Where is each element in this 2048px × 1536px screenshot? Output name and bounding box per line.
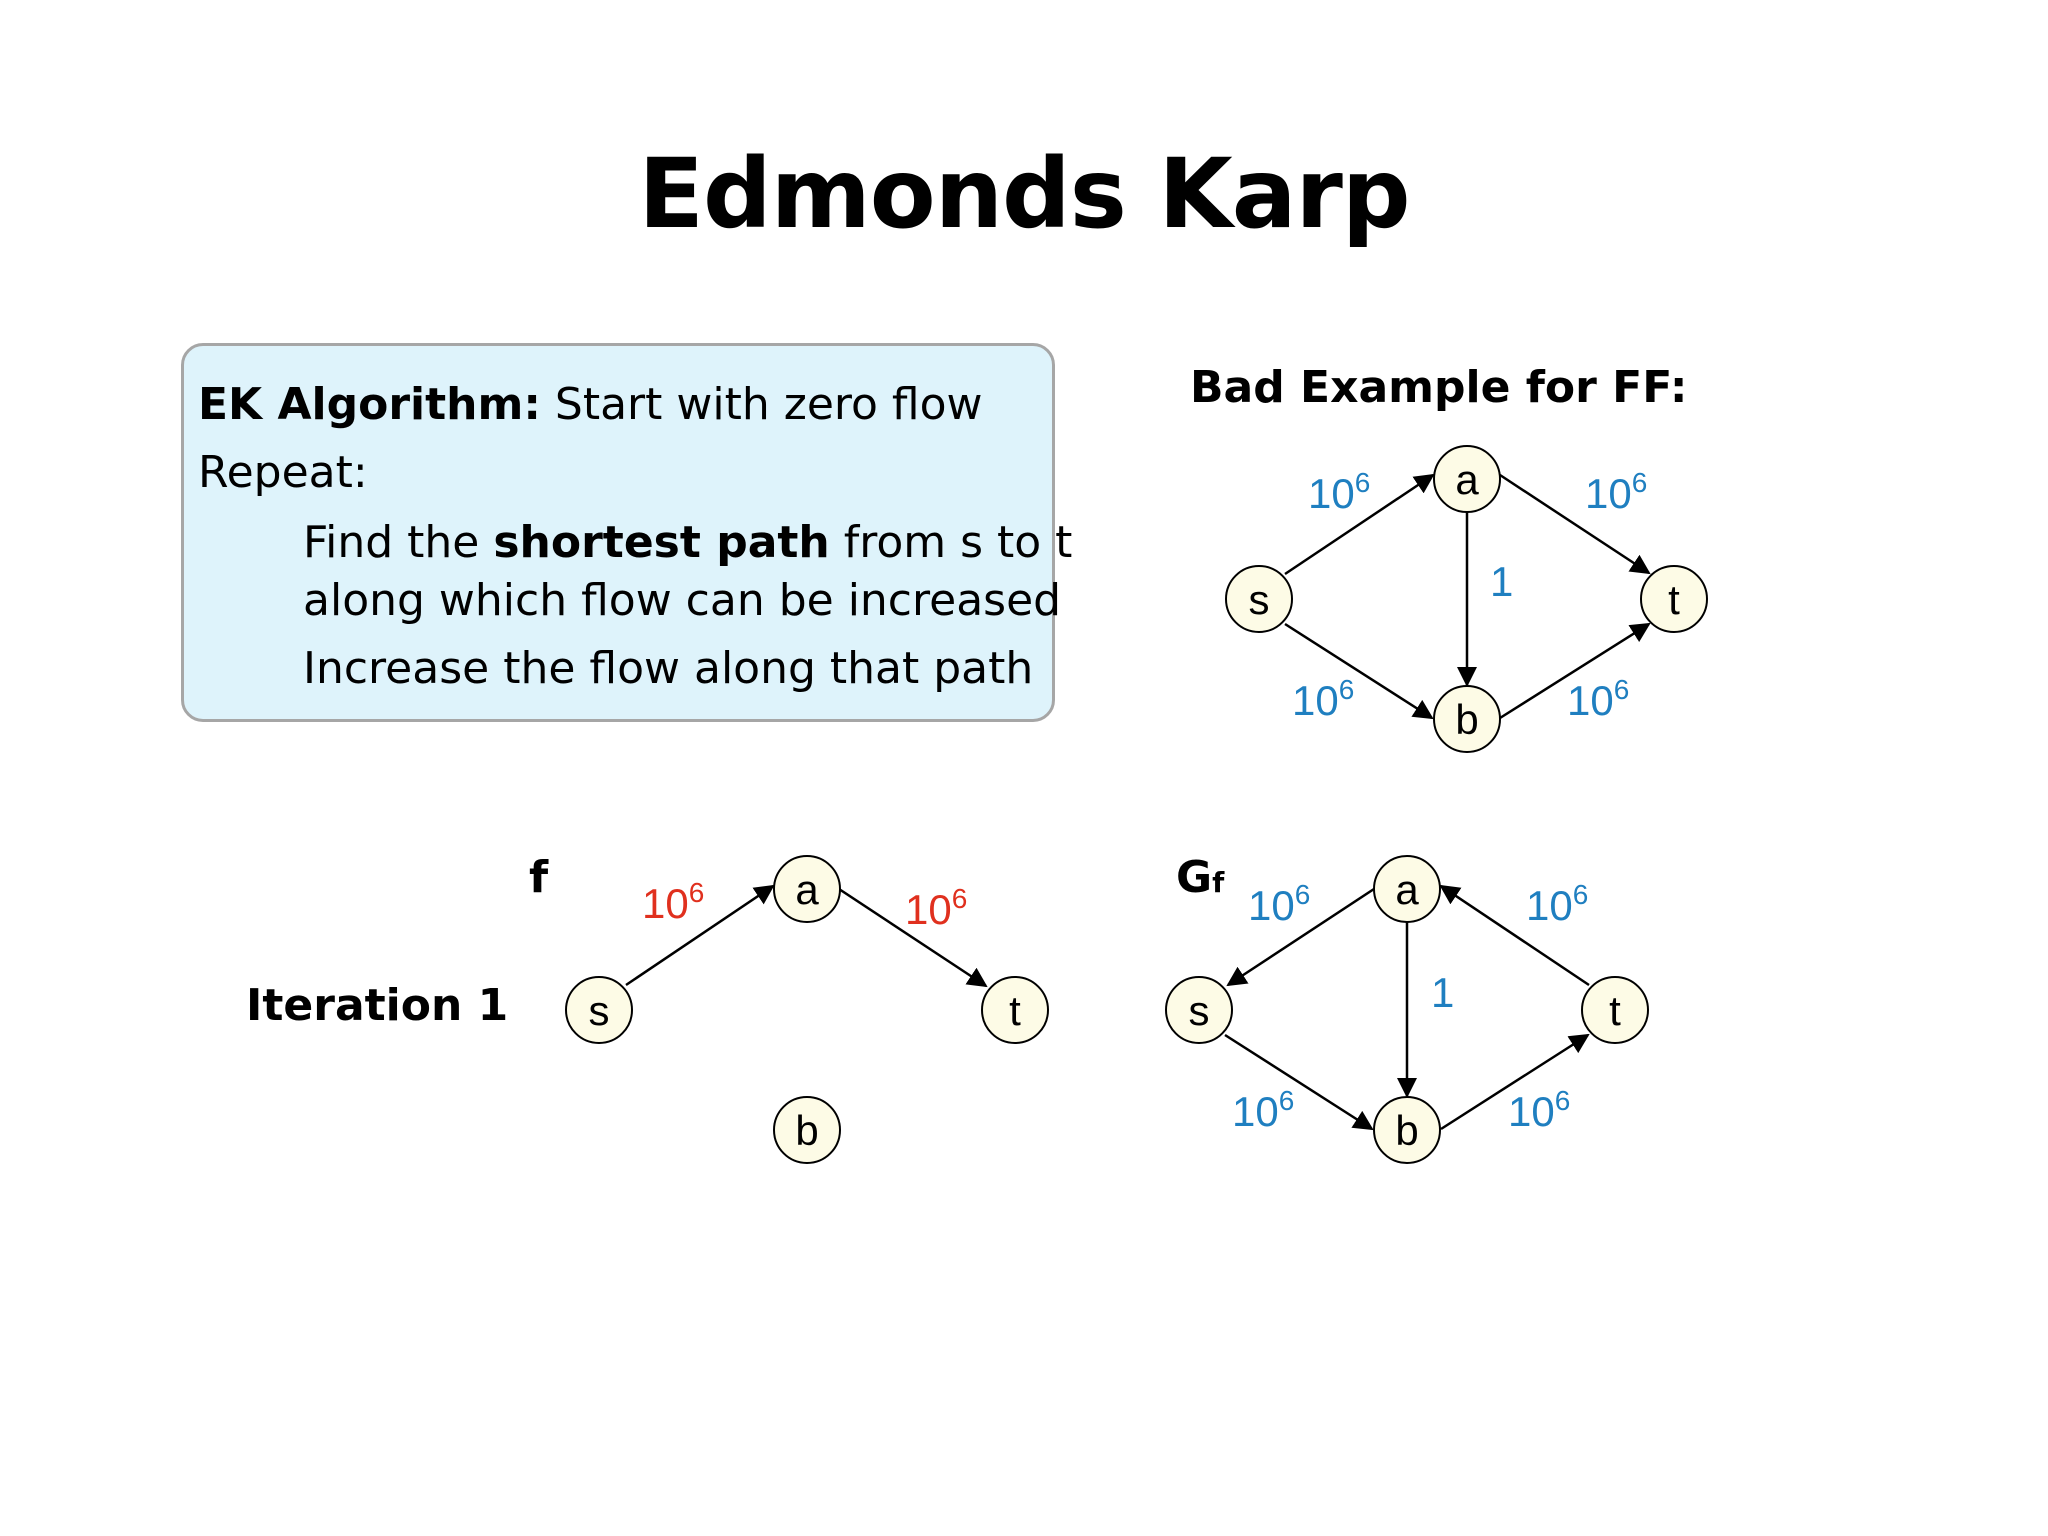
cap-a-t: 106 [1585,467,1647,517]
residual-cap-a-s: 106 [1248,879,1310,929]
svg-text:a: a [1455,456,1479,503]
algorithm-line-2: Repeat: [198,447,368,498]
bad-example-label: Bad Example for FF: [1190,362,1688,413]
residual-cap-a-b: 1 [1431,969,1454,1016]
edge-s-b [1284,622,1434,720]
line3-prefix: Find the [303,517,494,568]
cap-b-t: 106 [1567,674,1629,724]
flow-label: f [529,852,549,903]
residual-cap-s-b: 106 [1232,1085,1294,1135]
node-s: s [1225,565,1293,633]
residual-node-s: s [1165,976,1233,1044]
svg-text:s: s [1189,987,1210,1034]
node-b: b [1433,685,1501,753]
cap-a-b: 1 [1490,558,1513,605]
flow-edge-a-t [838,887,988,988]
flow-node-a: a [773,855,841,923]
residual-graph: 106 106 1 106 106 s a b t [1165,855,1649,1164]
cap-s-a: 106 [1308,467,1370,517]
node-a: a [1433,445,1501,513]
bad-example-graph: 106 106 1 106 106 s a b t [1225,445,1708,753]
algorithm-box: EK Algorithm: Start with zero flow Repea… [181,343,1072,722]
residual-cap-b-t: 106 [1508,1085,1570,1135]
algorithm-line-4: along which flow can be increased [303,575,1062,626]
svg-text:t: t [1009,987,1021,1034]
residual-label-sub: f [1212,866,1225,899]
edge-a-t [1499,473,1651,575]
algorithm-start-text: Start with zero flow [540,379,983,430]
flow-node-s: s [565,976,633,1044]
algorithm-line-5: Increase the flow along that path [303,643,1034,694]
svg-text:a: a [795,866,819,913]
residual-cap-t-a: 106 [1526,879,1588,929]
edge-s-a [1284,473,1435,576]
residual-edge-b-t [1440,1033,1590,1131]
flow-node-t: t [981,976,1049,1044]
residual-node-b: b [1373,1096,1441,1164]
line3-suffix: from s to t [829,517,1073,568]
residual-edge-t-a [1439,884,1590,987]
cap-s-b: 106 [1292,674,1354,724]
flow-value-s-a: 106 [642,877,704,927]
svg-text:t: t [1668,576,1680,623]
algorithm-name: EK Algorithm: [198,379,541,430]
svg-text:b: b [795,1107,818,1154]
algorithm-line-3: Find the shortest path from s to t [303,514,1072,571]
svg-text:b: b [1395,1107,1418,1154]
flow-node-b: b [773,1096,841,1164]
residual-edge-a-s [1226,887,1375,987]
flow-value-a-t: 106 [905,883,967,933]
svg-text:a: a [1395,866,1419,913]
svg-text:s: s [1249,576,1270,623]
flow-edge-s-a [625,884,775,987]
residual-node-t: t [1581,976,1649,1044]
line3-emphasis: shortest path [493,517,830,568]
algorithm-line-1: EK Algorithm: Start with zero flow [198,376,983,433]
svg-text:s: s [589,987,610,1034]
iteration-label: Iteration 1 [246,980,509,1031]
svg-text:b: b [1455,696,1478,743]
residual-graph-label: Gf [1176,852,1224,903]
residual-edge-s-b [1224,1033,1374,1131]
flow-graph: 106 106 s a b t [565,855,1049,1164]
svg-text:t: t [1609,987,1621,1034]
node-t: t [1640,565,1708,633]
residual-node-a: a [1373,855,1441,923]
slide-title: Edmonds Karp [638,138,1410,250]
edge-b-t [1499,622,1651,720]
residual-label-main: G [1176,852,1213,903]
